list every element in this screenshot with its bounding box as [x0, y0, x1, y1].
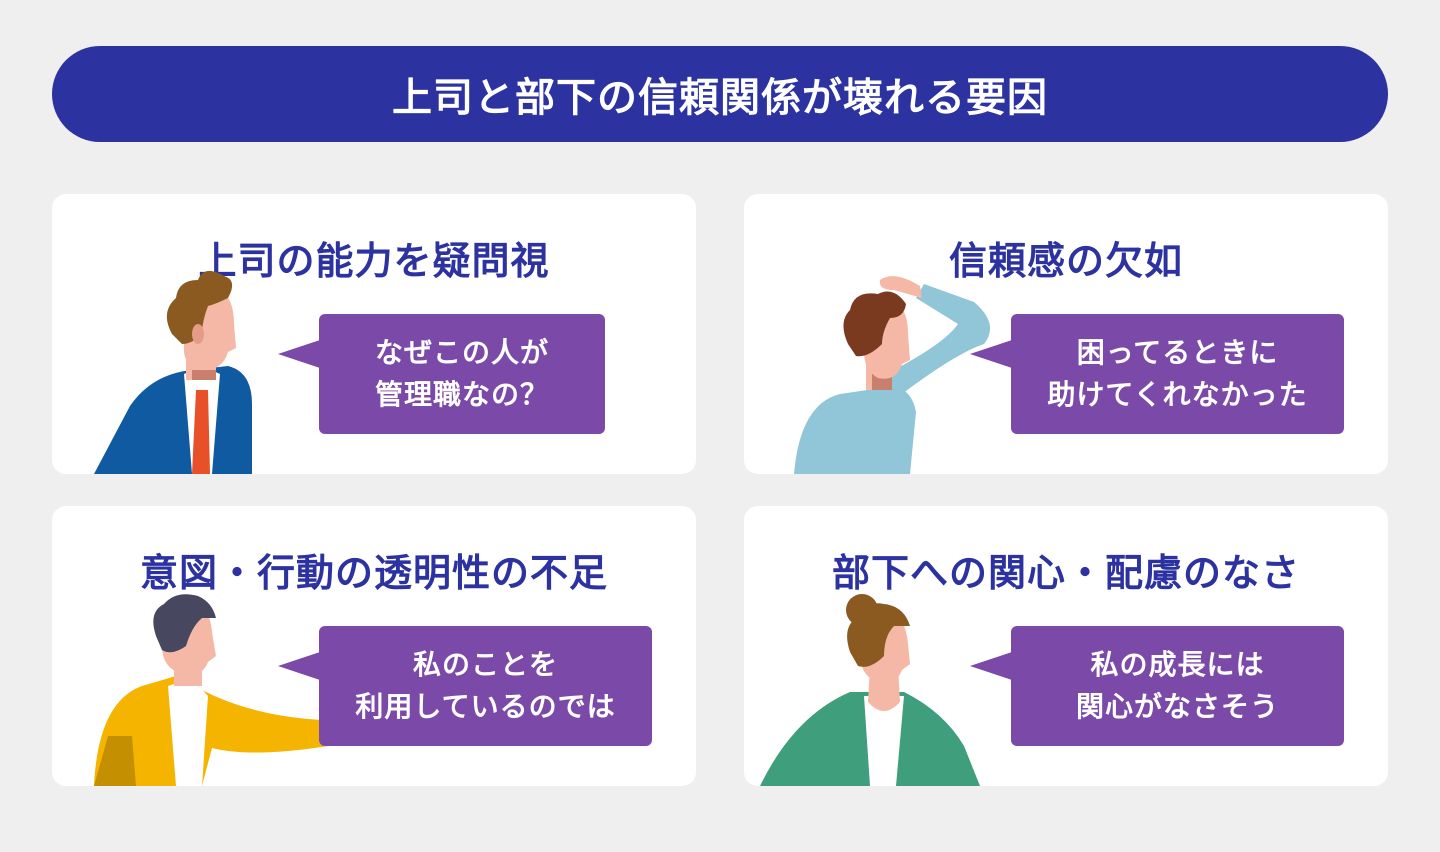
card-lack-of-care: 部下への関心・配慮のなさ 私の成長には 関心がなさそう	[744, 506, 1388, 786]
speech-line-2: 関心がなさそう	[1075, 690, 1279, 723]
speech-line-1: 困ってるときに	[1076, 336, 1279, 369]
speech-bubble: 私のことを 利用しているのでは	[319, 626, 652, 746]
card-title: 部下への関心・配慮のなさ	[831, 551, 1300, 595]
speech-bubble: 困ってるときに 助けてくれなかった	[1011, 314, 1344, 434]
speech-bubble: 私の成長には 関心がなさそう	[1011, 626, 1344, 746]
header-banner: 上司と部下の信頼関係が壊れる要因	[52, 46, 1388, 142]
speech-bubble-tail	[278, 340, 320, 368]
card-lack-of-transparency: 意図・行動の透明性の不足 私のことを 利用しているのでは	[52, 506, 696, 786]
man-in-yellow-illustration	[94, 594, 328, 786]
speech-bubble-tail	[278, 652, 320, 680]
speech-line-2: 管理職なの？	[374, 378, 549, 411]
speech-line-1: 私の成長には	[1090, 648, 1265, 681]
speech-bubble: なぜこの人が 管理職なの？	[319, 314, 605, 434]
speech-line-1: なぜこの人が	[374, 336, 549, 369]
speech-line-2: 助けてくれなかった	[1047, 378, 1308, 411]
speech-line-1: 私のことを	[412, 648, 558, 681]
businessman-illustration	[94, 270, 252, 474]
page-title: 上司と部下の信頼関係が壊れる要因	[392, 75, 1048, 121]
speech-bubble-tail	[970, 652, 1012, 680]
card-title: 信頼感の欠如	[948, 239, 1183, 283]
woman-illustration	[760, 594, 980, 786]
card-lack-of-trust: 信頼感の欠如 困ってるときに 助けてくれなかった	[744, 194, 1388, 474]
card-doubt-ability: 上司の能力を疑問視 なぜこの人が 管理職なの？	[52, 194, 696, 474]
speech-bubble-tail	[970, 340, 1012, 368]
card-title: 意図・行動の透明性の不足	[139, 551, 608, 595]
speech-line-2: 利用しているのでは	[355, 690, 616, 723]
worried-man-illustration	[794, 276, 991, 474]
card-title: 上司の能力を疑問視	[198, 239, 550, 283]
